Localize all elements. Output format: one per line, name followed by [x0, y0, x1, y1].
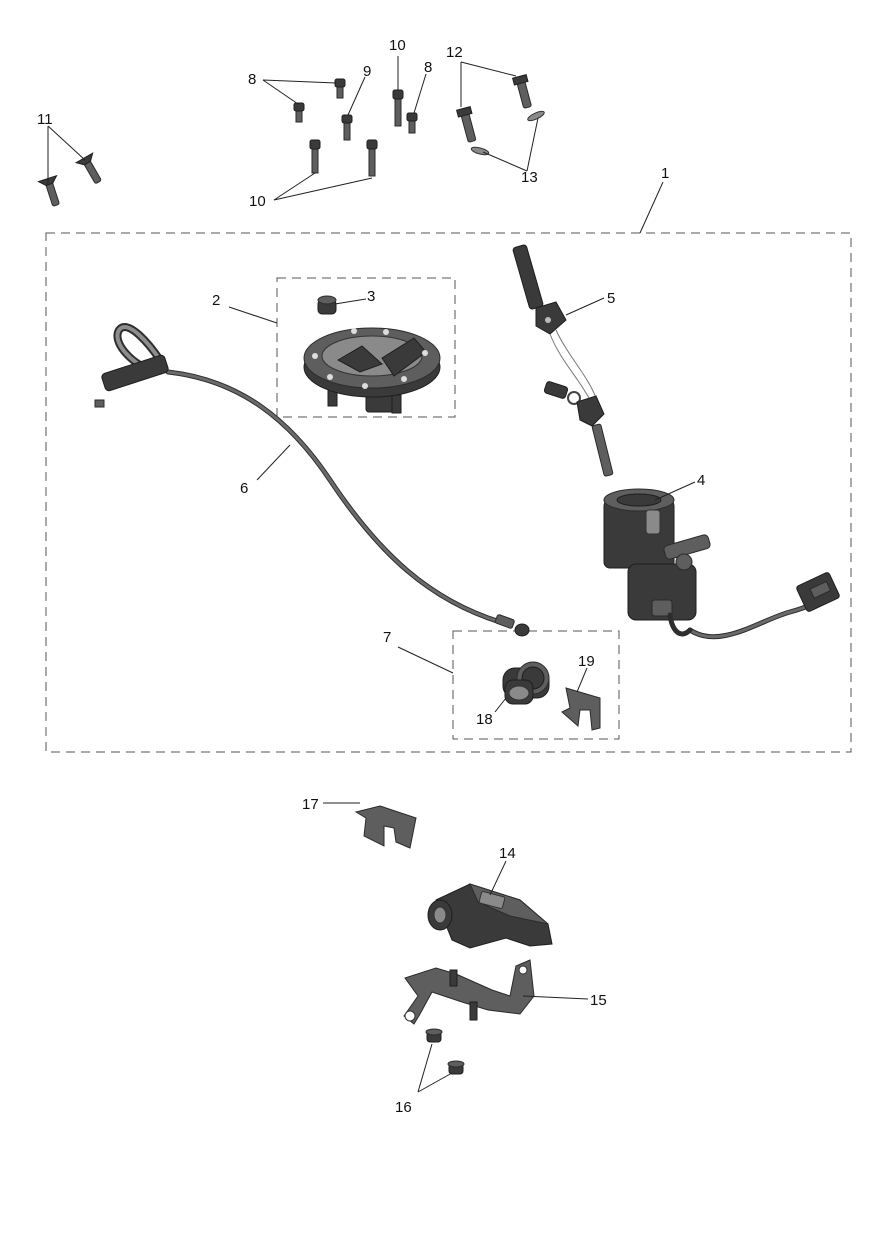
callout-13: 13 — [521, 169, 538, 186]
group-box-assembly-1 — [45, 232, 852, 753]
part-18-seat-lock-barrel — [502, 661, 550, 705]
part-10-long-screws — [309, 89, 404, 177]
part-9-screw — [341, 114, 353, 141]
part-15-mounting-bracket — [403, 959, 535, 1025]
callout-10-top: 10 — [389, 37, 406, 54]
part-12-bolts — [456, 74, 532, 143]
part-19-retaining-clip — [561, 687, 601, 731]
callout-4: 4 — [697, 472, 705, 489]
part-17-clip — [354, 805, 417, 849]
group-box-seat-lock-7 — [452, 630, 620, 740]
callout-8-left: 8 — [248, 71, 256, 88]
part-13-washers — [470, 110, 545, 156]
part-2-fuel-filler-cap — [303, 327, 441, 414]
part-5-key-set — [512, 244, 614, 477]
callout-16: 16 — [395, 1099, 412, 1116]
callout-5: 5 — [607, 290, 615, 307]
callout-9: 9 — [363, 63, 371, 80]
part-3-cap-plug — [317, 295, 337, 315]
callout-6: 6 — [240, 480, 248, 497]
part-4-ignition-switch — [603, 488, 840, 640]
callout-3: 3 — [367, 288, 375, 305]
callout-15: 15 — [590, 992, 607, 1009]
part-6-release-cable — [94, 323, 530, 637]
callout-10-bottom: 10 — [249, 193, 266, 210]
callout-17: 17 — [302, 796, 319, 813]
part-11-countersunk-screws — [37, 152, 102, 207]
callout-12: 12 — [446, 44, 463, 61]
callout-14: 14 — [499, 845, 516, 862]
part-8-cap-screws — [293, 78, 418, 134]
callout-11: 11 — [37, 111, 53, 128]
group-box-fuel-cap-2 — [276, 277, 456, 418]
callout-18: 18 — [476, 711, 493, 728]
part-16-grommets — [425, 1028, 465, 1075]
callout-7: 7 — [383, 629, 391, 646]
leader-lines — [47, 56, 696, 1093]
callout-numbers: 11 8 9 10 8 12 13 10 1 2 3 5 4 6 7 19 18… — [37, 37, 705, 1116]
part-14-lock-housing — [427, 883, 553, 949]
callout-19: 19 — [578, 653, 595, 670]
callout-1: 1 — [661, 165, 669, 182]
callout-2: 2 — [212, 292, 220, 309]
callout-8-right: 8 — [424, 59, 432, 76]
